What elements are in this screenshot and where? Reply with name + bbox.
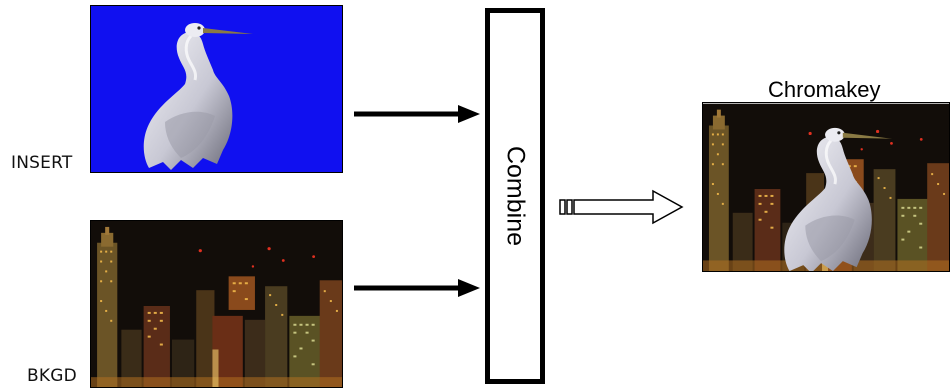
insert-image xyxy=(90,5,343,173)
city-skyline-night-icon xyxy=(91,221,342,387)
combine-box: Combine xyxy=(485,8,545,384)
background-arrow xyxy=(354,279,480,297)
egret-on-blue-icon xyxy=(91,6,342,172)
egret-over-skyline-icon xyxy=(703,103,949,271)
insert-arrow xyxy=(354,105,480,123)
insert-label: INSERT xyxy=(11,153,73,173)
combine-label: Combine xyxy=(501,145,530,247)
hollow-arrow-icon xyxy=(559,189,684,225)
result-title: Chromakey xyxy=(768,77,881,102)
result-image xyxy=(702,102,950,272)
background-image xyxy=(90,220,343,388)
background-label: BKGD xyxy=(27,366,77,386)
